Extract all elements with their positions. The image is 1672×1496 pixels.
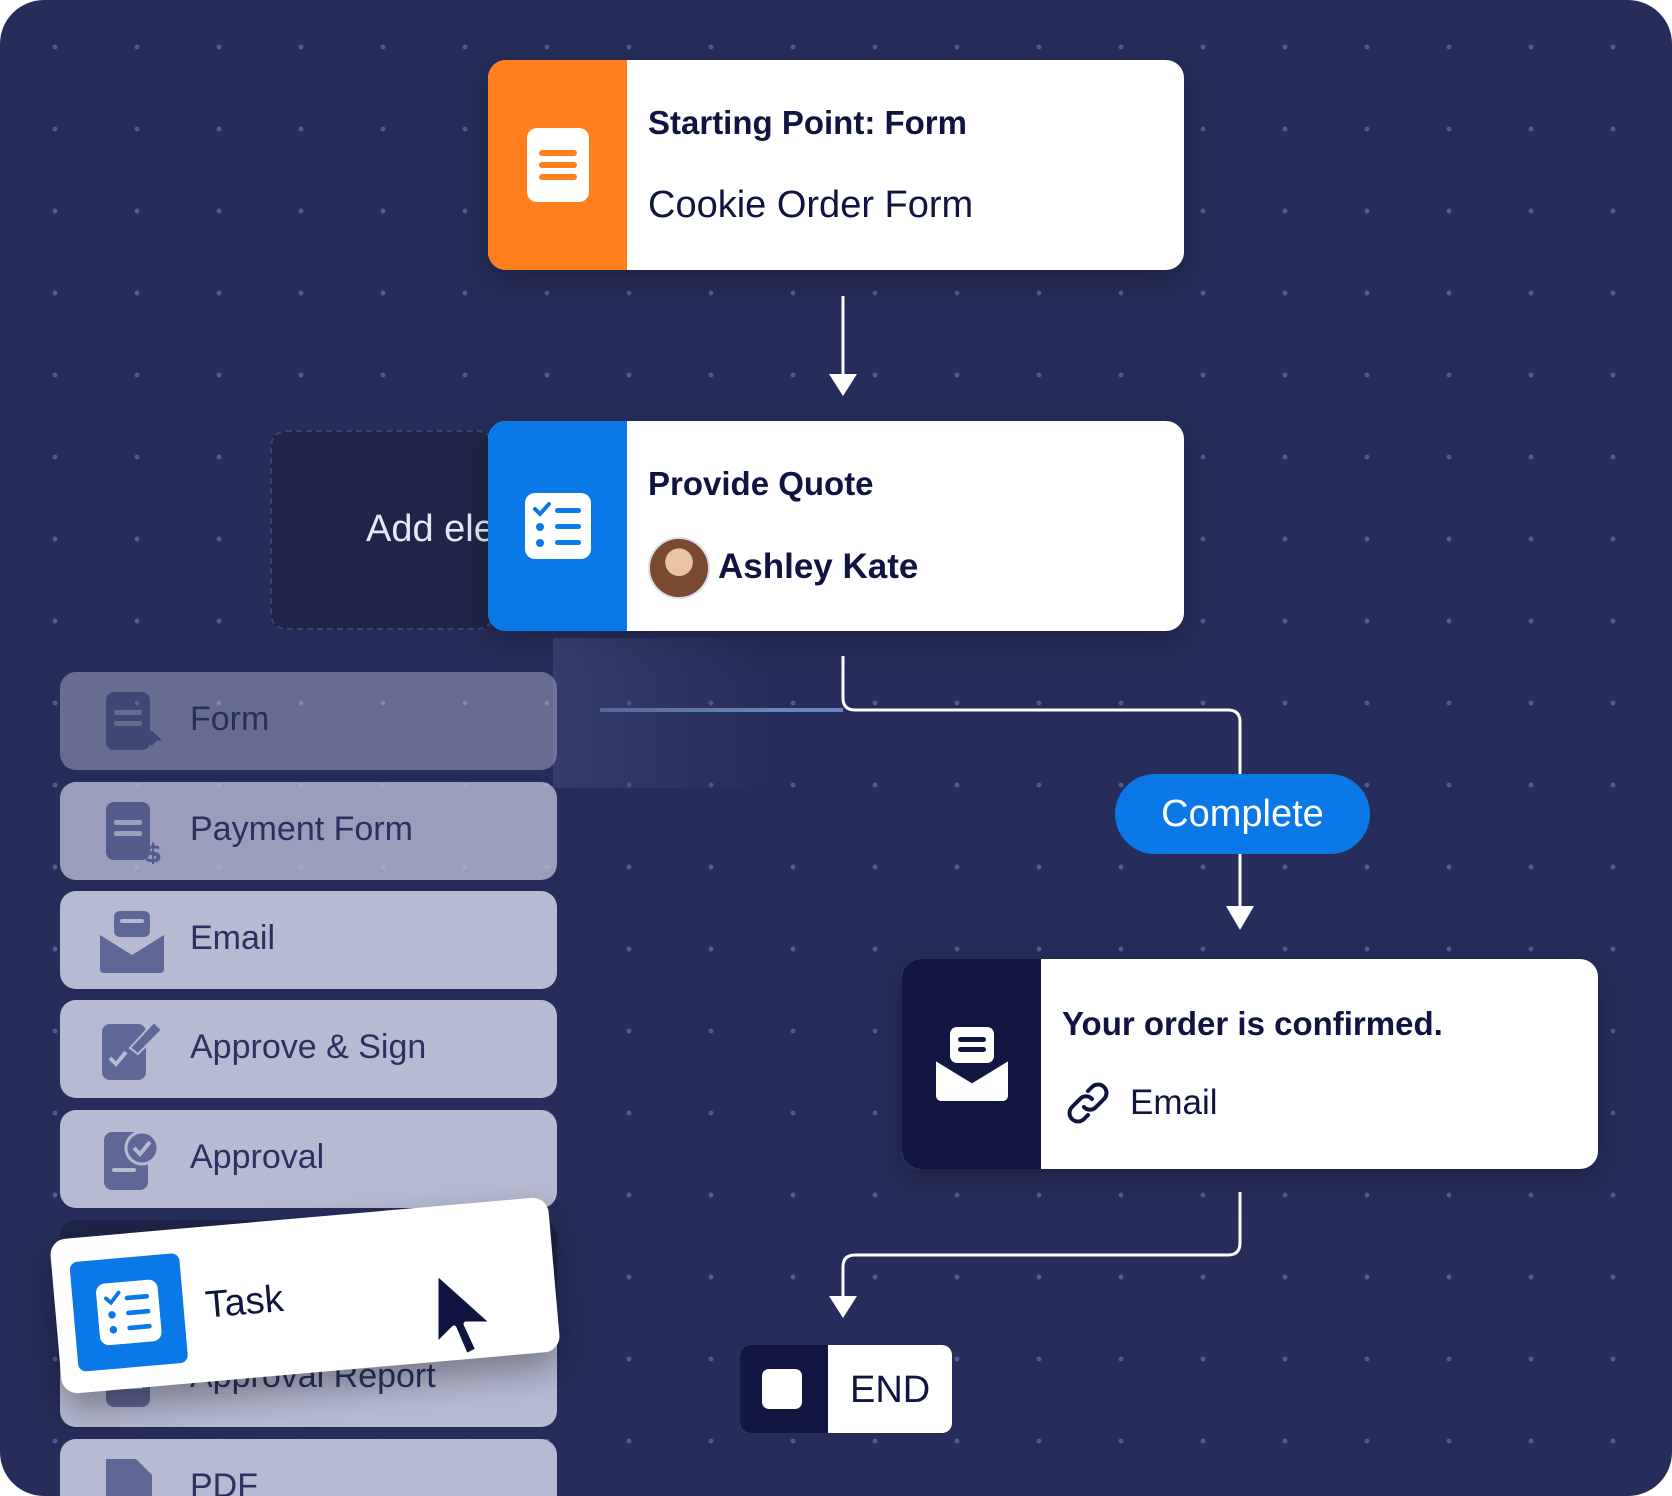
start-node-strip (488, 60, 627, 270)
palette-item-label: Form (190, 700, 270, 738)
task-checklist-icon (96, 1279, 162, 1346)
branch-condition-complete[interactable]: Complete (1115, 774, 1370, 854)
start-node-card[interactable]: Starting Point: Form Cookie Order Form (488, 60, 1184, 270)
task-checklist-icon (524, 493, 591, 559)
palette-item-label: PDF (190, 1467, 258, 1496)
envelope-icon (100, 911, 164, 973)
task-node-assignee: Ashley Kate (718, 547, 919, 586)
palette-item-label: Approval (190, 1138, 325, 1176)
task-node-strip (488, 421, 627, 631)
palette-item-approve-sign[interactable]: Approve & Sign (60, 1000, 557, 1098)
end-node-strip (740, 1345, 828, 1433)
email-node-label: Your order is confirmed. (1062, 1005, 1443, 1042)
add-element-label: Add ele (366, 508, 495, 550)
email-node-strip (902, 959, 1041, 1169)
palette-item-form[interactable]: Form (60, 672, 557, 770)
palette-item-email[interactable]: Email (60, 891, 557, 989)
palette-item-label: Payment Form (190, 810, 413, 848)
avatar (648, 537, 710, 599)
approve-sign-icon (102, 1020, 164, 1080)
form-icon (106, 692, 163, 750)
dragged-task-strip (69, 1252, 189, 1373)
mouse-pointer-icon (433, 1269, 497, 1359)
arrowhead (829, 1296, 857, 1318)
svg-text:$: $ (144, 839, 162, 864)
palette-item-label: Email (190, 919, 276, 957)
palette-item-approval[interactable]: Approval (60, 1110, 557, 1208)
add-element-placeholder[interactable]: Add ele (270, 430, 495, 630)
email-node-type: Email (1130, 1083, 1218, 1122)
end-node-label: END (850, 1369, 931, 1411)
drop-highlight (553, 638, 773, 788)
task-node-card[interactable]: Provide Quote Ashley Kate (488, 421, 1184, 631)
email-node-card[interactable]: Your order is confirmed. Email (902, 959, 1598, 1169)
dragged-task-card[interactable]: Task (49, 1196, 561, 1395)
pdf-icon: PDF (106, 1459, 152, 1496)
palette-item-pdf[interactable]: PDF PDF (60, 1439, 557, 1496)
form-icon (526, 128, 589, 202)
link-icon (1067, 1082, 1109, 1124)
start-node-title: Cookie Order Form (648, 184, 974, 226)
palette-item-label: Approve & Sign (190, 1028, 427, 1066)
payment-form-icon: $ (106, 802, 162, 864)
start-node-label: Starting Point: Form (648, 104, 967, 141)
stop-square-icon (762, 1369, 802, 1409)
envelope-icon (935, 1027, 1008, 1101)
arrowhead (829, 374, 857, 396)
palette-item-payment-form[interactable]: $ Payment Form (60, 782, 557, 880)
task-node-label: Provide Quote (648, 465, 874, 502)
dragged-task-label: Task (203, 1277, 286, 1327)
approval-icon (104, 1130, 160, 1190)
end-node[interactable]: END (740, 1345, 952, 1433)
arrowhead (1226, 906, 1254, 930)
